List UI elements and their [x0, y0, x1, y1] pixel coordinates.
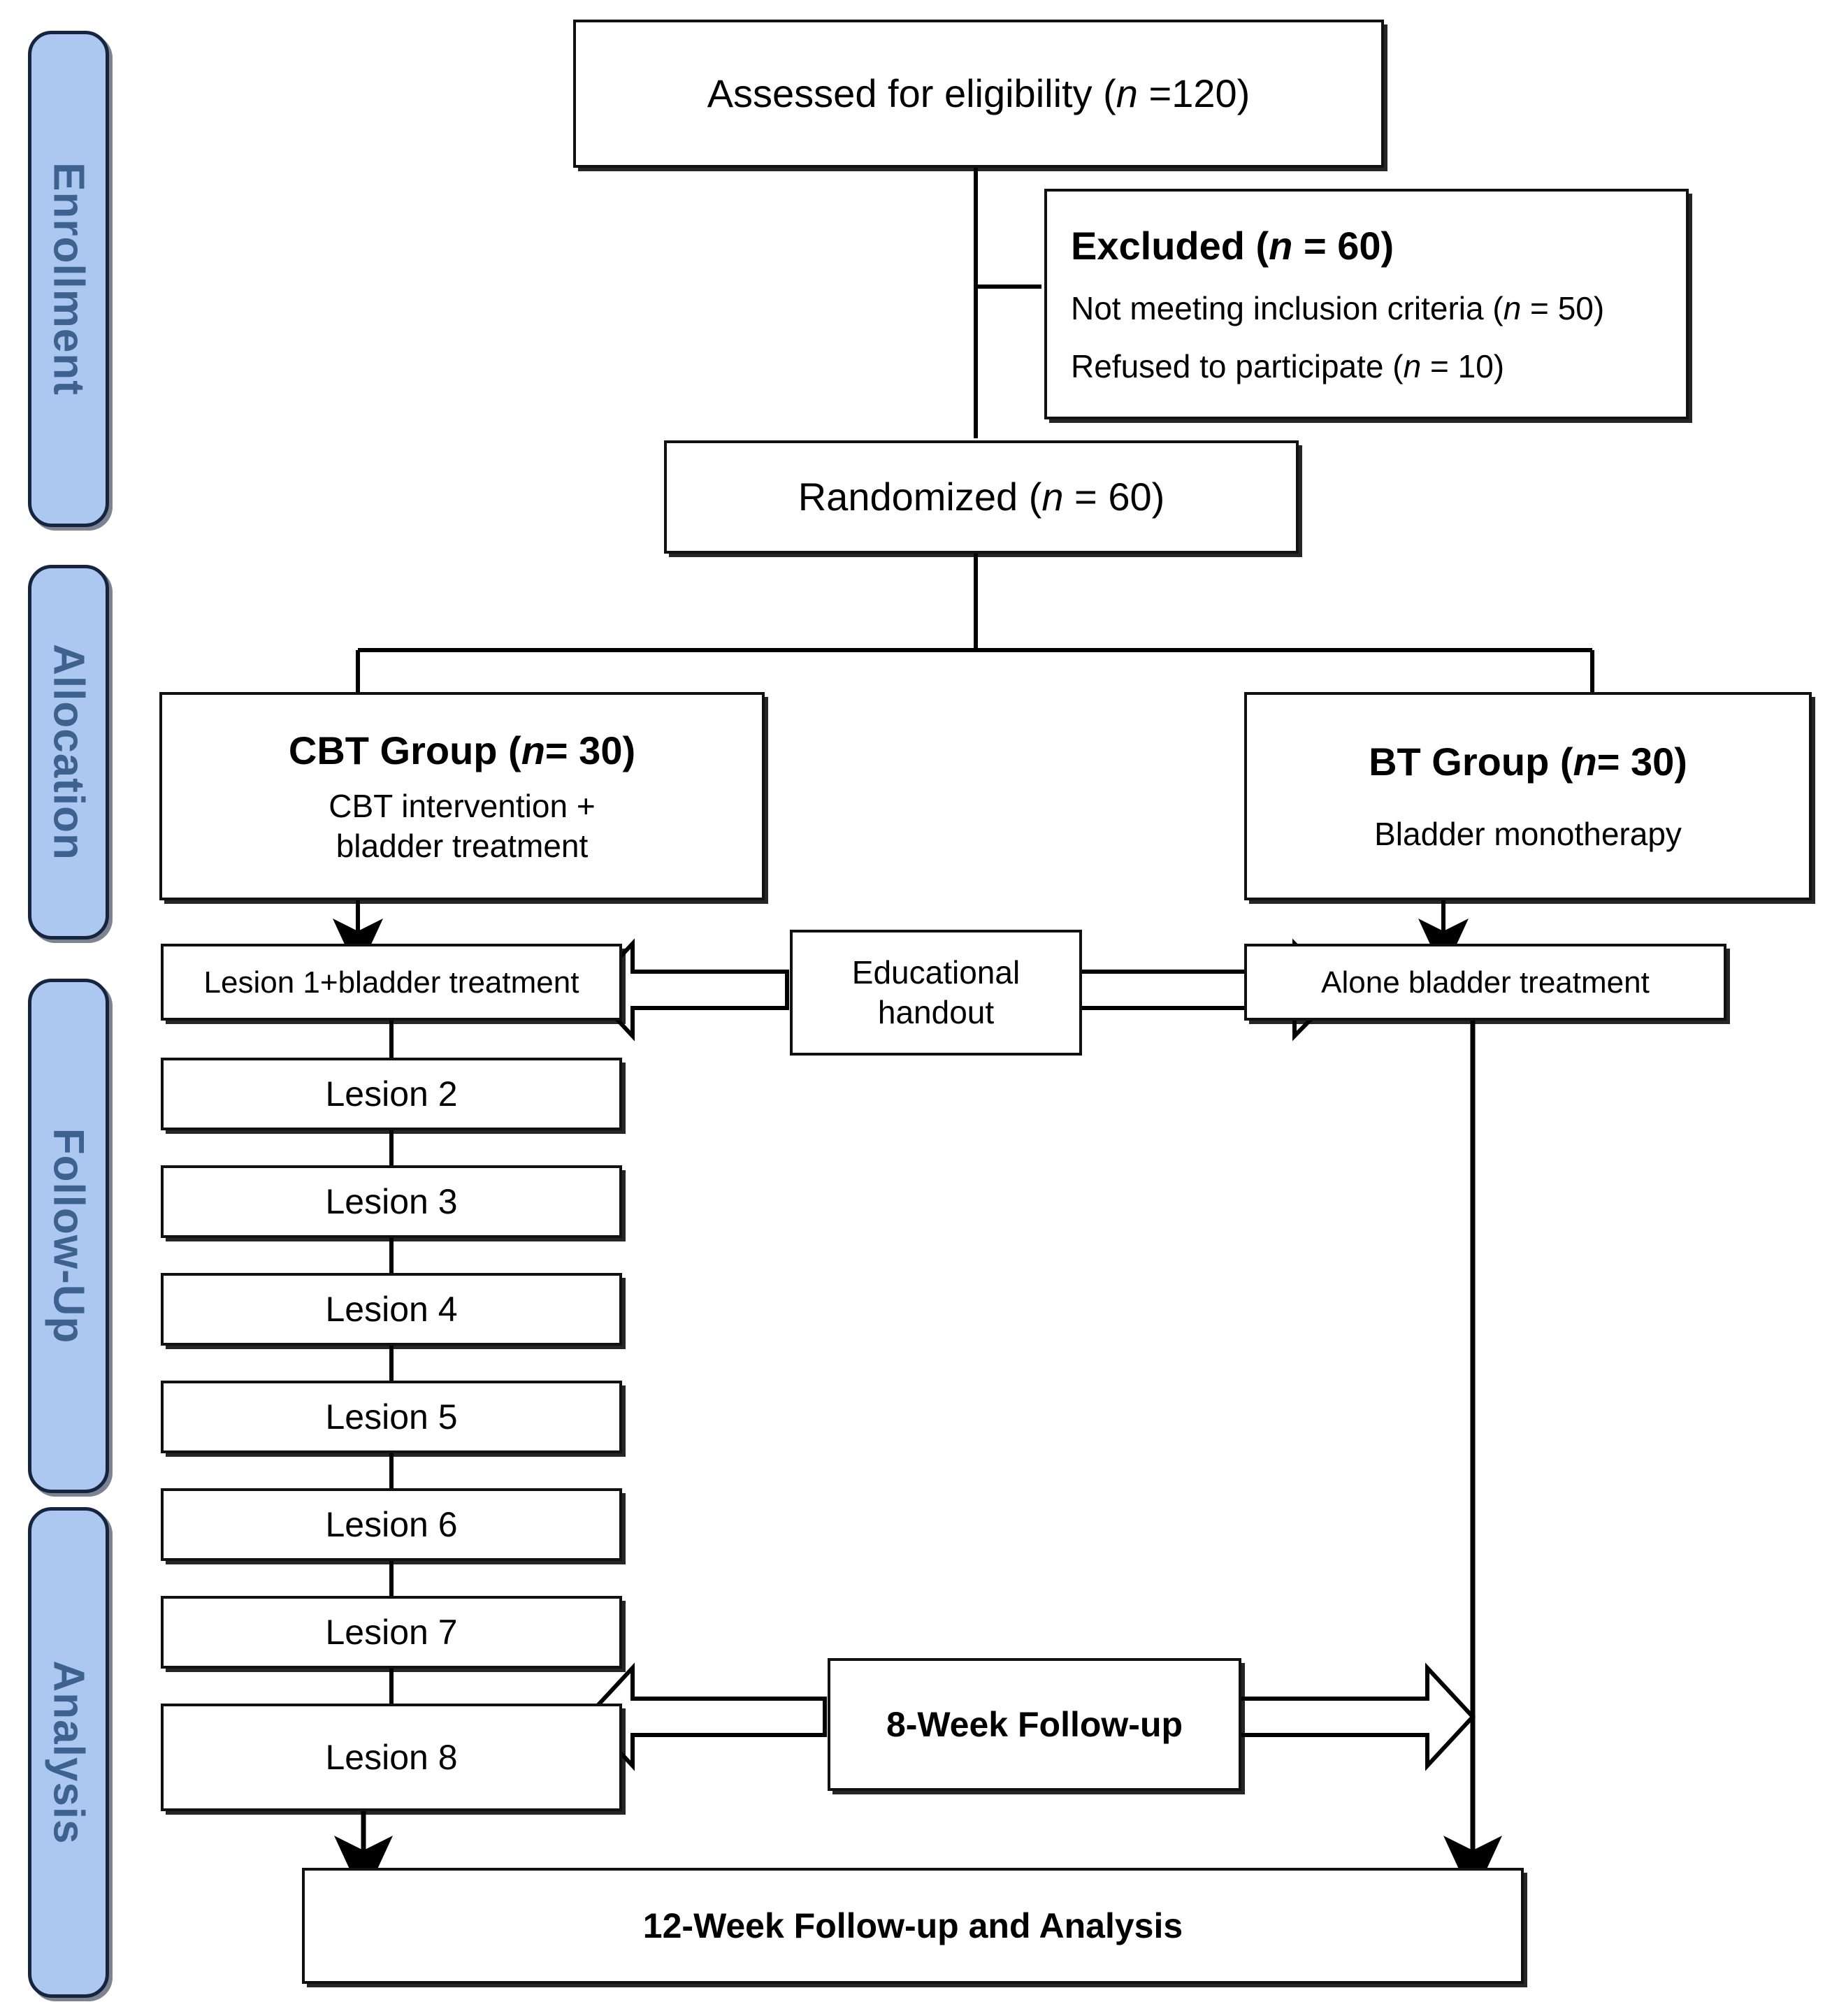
phase-label-allocation: Allocation	[44, 644, 93, 861]
italic-n: n	[1041, 475, 1064, 519]
italic-n: n	[1503, 289, 1522, 326]
phase-label-analysis: Analysis	[44, 1660, 93, 1845]
node-lesion-5: Lesion 5	[161, 1381, 622, 1453]
node-alone-bladder-treatment-label: Alone bladder treatment	[1321, 965, 1650, 1000]
arrow-left-eight-week	[584, 1662, 827, 1771]
node-educational-handout-line-2: handout	[877, 994, 995, 1030]
node-lesion-6: Lesion 6	[161, 1488, 622, 1561]
phase-label-enrollment: Enrollment	[44, 162, 93, 396]
node-educational-handout-line-1: Educational	[851, 953, 1021, 991]
phase-pill-allocation: Allocation	[28, 565, 109, 939]
italic-n: n	[1403, 348, 1422, 384]
node-final-followup-analysis-label: 12-Week Follow-up and Analysis	[642, 1906, 1183, 1945]
phase-label-followup: Follow-Up	[44, 1128, 93, 1344]
node-assessed-for-eligibility: Assessed for eligibility (n =120)	[573, 20, 1384, 168]
italic-n: n	[1269, 223, 1293, 268]
node-lesion-2: Lesion 2	[161, 1058, 622, 1130]
node-lesion-1-label: Lesion 1+bladder treatment	[203, 965, 579, 1000]
node-lesion-2-label: Lesion 2	[325, 1074, 458, 1114]
node-bt-group-heading: BT Group (n= 30)	[1369, 740, 1687, 784]
node-cbt-group-detail-2: bladder treatment	[336, 828, 589, 864]
connector-arrows-into-first-session	[333, 900, 1469, 973]
italic-n: n	[521, 728, 545, 772]
node-lesion-4: Lesion 4	[161, 1273, 622, 1346]
node-lesion-4-label: Lesion 4	[325, 1289, 458, 1329]
node-lesion-6-label: Lesion 6	[325, 1504, 458, 1544]
connector-lines	[356, 95, 1594, 692]
node-final-followup-analysis: 12-Week Follow-up and Analysis	[302, 1868, 1524, 1984]
node-lesion-5-label: Lesion 5	[325, 1397, 458, 1437]
node-educational-handout: Educational handout	[790, 930, 1082, 1056]
node-bt-group-detail-1: Bladder monotherapy	[1374, 816, 1682, 853]
node-eight-week-followup-label: 8-Week Follow-up	[886, 1704, 1183, 1744]
phase-pill-followup: Follow-Up	[28, 979, 109, 1493]
italic-n: n	[1116, 71, 1138, 115]
node-lesion-7-label: Lesion 7	[325, 1612, 458, 1652]
node-lesion-3: Lesion 3	[161, 1165, 622, 1238]
phase-pill-enrollment: Enrollment	[28, 31, 109, 527]
phase-pill-analysis: Analysis	[28, 1507, 109, 1998]
node-randomized: Randomized (n = 60)	[664, 440, 1299, 554]
node-lesion-8: Lesion 8	[161, 1704, 622, 1811]
node-cbt-group-detail-1: CBT intervention +	[329, 787, 596, 824]
node-lesion-1: Lesion 1+bladder treatment	[161, 944, 622, 1021]
node-excluded-heading: Excluded (n = 60)	[1071, 223, 1394, 268]
node-excluded-reason-1: Not meeting inclusion criteria (n = 50)	[1071, 289, 1605, 326]
italic-n: n	[1573, 740, 1597, 784]
node-excluded-reason-2: Refused to participate (n = 10)	[1071, 348, 1505, 384]
node-alone-bladder-treatment: Alone bladder treatment	[1244, 944, 1726, 1021]
node-eight-week-followup: 8-Week Follow-up	[828, 1658, 1241, 1791]
node-excluded: Excluded (n = 60) Not meeting inclusion …	[1044, 189, 1689, 419]
node-bt-group: BT Group (n= 30) Bladder monotherapy	[1244, 692, 1812, 900]
node-cbt-group-heading: CBT Group (n= 30)	[288, 728, 636, 772]
node-lesion-8-label: Lesion 8	[325, 1737, 458, 1777]
node-assessed-label: Assessed for eligibility (n =120)	[707, 71, 1250, 115]
node-randomized-label: Randomized (n = 60)	[798, 475, 1165, 519]
node-lesion-3-label: Lesion 3	[325, 1181, 458, 1221]
node-lesion-7: Lesion 7	[161, 1596, 622, 1669]
node-cbt-group: CBT Group (n= 30) CBT intervention + bla…	[159, 692, 765, 900]
